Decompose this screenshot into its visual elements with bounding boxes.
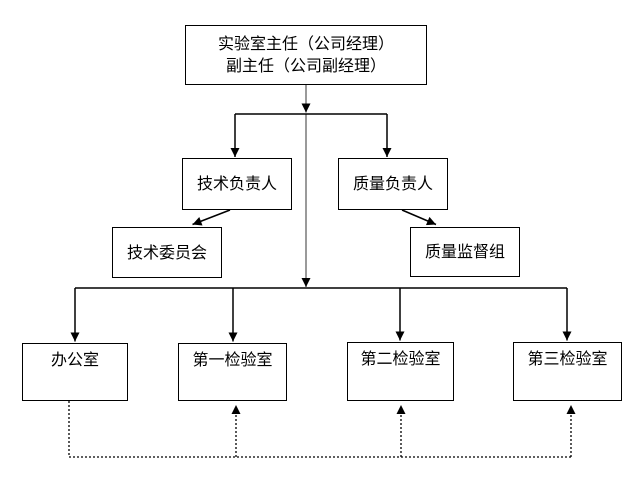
node-director-line1: 实验室主任（公司经理） (217, 34, 394, 53)
node-lab3-label: 第三检验室 (527, 349, 608, 368)
node-lab2: 第二检验室 (347, 342, 454, 401)
connector-to-quality-supervision (401, 209, 437, 226)
node-lab1-label: 第一检验室 (192, 350, 273, 369)
node-office-label: 办公室 (50, 350, 99, 369)
node-lab3: 第三检验室 (513, 342, 622, 401)
node-quality-supervision-label: 质量监督组 (424, 242, 505, 261)
node-tech-committee-label: 技术委员会 (126, 242, 207, 262)
node-lab1: 第一检验室 (178, 343, 287, 401)
node-quality-supervision: 质量监督组 (410, 227, 520, 277)
node-director: 实验室主任（公司经理） 副主任（公司副经理） (185, 25, 427, 85)
node-tech-committee: 技术委员会 (112, 227, 222, 278)
node-quality-manager-label: 质量负责人 (352, 174, 433, 193)
node-office: 办公室 (22, 343, 128, 401)
node-tech-manager-label: 技术负责人 (196, 174, 277, 193)
node-lab2-label: 第二检验室 (360, 349, 441, 368)
connector-to-tech-committee (192, 209, 231, 226)
node-quality-manager: 质量负责人 (338, 158, 448, 210)
node-tech-manager: 技术负责人 (182, 158, 292, 210)
node-director-line2: 副主任（公司副经理） (225, 56, 386, 75)
